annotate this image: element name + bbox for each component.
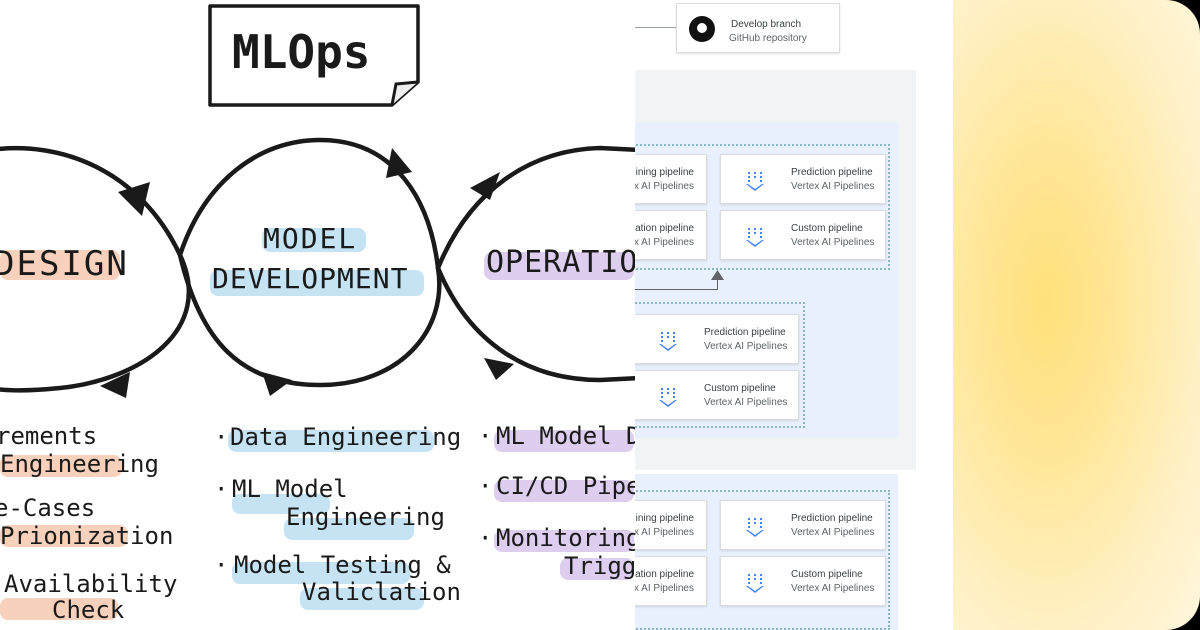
arrow-head-3: [386, 148, 412, 178]
pipeline-set-2: [635, 302, 805, 428]
pipeline-card: luation pipeline Vertex AI Pipelines: [635, 210, 707, 260]
pipeline-card: Custom pipeline Vertex AI Pipelines: [720, 210, 886, 260]
vertex-pipelines-icon: [746, 172, 764, 191]
pipeline-card: Prediction pipeline Vertex AI Pipelines: [635, 314, 799, 364]
operation-items: · ML Model D · CI/CD Pipel · Monitoring …: [478, 422, 635, 580]
github-repo-card: Develop branch GitHub repository: [676, 3, 840, 53]
dev-bullet: ·: [214, 475, 228, 503]
design-item: Engineering: [0, 450, 159, 478]
design-loop: [0, 145, 192, 393]
mlops-sketch-svg: MLOps DESIGN MODEL DEVELOPMENT OPERATION: [0, 4, 635, 624]
dev-item: Model Testing &: [234, 551, 451, 579]
dev-item: ML Model: [232, 475, 348, 503]
pipeline-diagram-panel: Develop branch GitHub repository ining p…: [635, 0, 953, 630]
pipeline-set-1: [635, 144, 890, 270]
ops-bullet: ·: [478, 472, 492, 500]
design-highlight: [0, 250, 120, 280]
operation-highlight: [484, 252, 634, 280]
pipeline-card: Prediction pipeline Vertex AI Pipelines: [720, 500, 886, 550]
development-highlight: [210, 270, 424, 296]
mlops-sketch-panel: MLOps DESIGN MODEL DEVELOPMENT OPERATION: [0, 0, 635, 630]
stage-operation: OPERATION: [486, 245, 635, 280]
ops-item: Monitoring &: [496, 524, 635, 552]
yellow-glow-shape: [953, 0, 1200, 630]
dev-item: Valiclation: [302, 578, 461, 606]
design-item: e-Cases: [0, 494, 95, 522]
vertex-pipelines-icon: [659, 332, 677, 351]
ops-item: ML Model D: [496, 422, 635, 450]
stage-design: DESIGN: [0, 244, 129, 284]
pipeline-card: ining pipeline Vertex AI Pipelines: [635, 500, 707, 550]
ops-loop-top: [435, 145, 635, 271]
pipeline-card: Custom pipeline Vertex AI Pipelines: [635, 370, 799, 420]
design-item: Prionization: [0, 522, 173, 550]
stage-model: MODEL: [263, 222, 357, 255]
loop-arrows: [100, 148, 514, 398]
dev-bullet: ·: [214, 551, 228, 579]
lifecycle-loops: [0, 137, 635, 393]
sketch-title: MLOps: [232, 25, 370, 79]
arrow-up-icon: [711, 270, 724, 280]
design-item: Availability: [4, 570, 177, 598]
pipeline-card: Prediction pipeline Vertex AI Pipelines: [720, 154, 886, 204]
dev-item: Engineering: [286, 503, 445, 531]
vertex-pipelines-icon: [746, 574, 764, 593]
flow-connector: [635, 289, 717, 290]
arrow-head-6: [484, 358, 514, 380]
ops-item: CI/CD Pipel: [496, 472, 635, 500]
github-icon: [689, 16, 715, 42]
ops-bullet: ·: [478, 422, 492, 450]
github-repo-label: GitHub repository: [729, 33, 807, 44]
vertex-pipelines-icon: [746, 228, 764, 247]
arrow-head-2: [100, 372, 130, 398]
connector-line: [635, 27, 676, 28]
model-highlight: [262, 228, 366, 252]
design-item: Check: [52, 596, 125, 624]
dev-bullet: ·: [214, 423, 228, 451]
vertex-pipelines-icon: [746, 518, 764, 537]
arrow-head-4: [262, 372, 292, 396]
vertex-pipelines-icon: [659, 388, 677, 407]
design-items: rements Engineering e-Cases Prionization…: [0, 422, 177, 624]
pipeline-card: Custom pipeline Vertex AI Pipelines: [720, 556, 886, 606]
pipeline-card: luation pipeline Vertex AI Pipelines: [635, 556, 707, 606]
arrow-head-1: [118, 182, 150, 216]
pipeline-card: ining pipeline Vertex AI Pipelines: [635, 154, 707, 204]
pipeline-set-3: [635, 490, 890, 630]
title-note: MLOps: [208, 4, 420, 107]
ops-bullet: ·: [478, 524, 492, 552]
stage-development: DEVELOPMENT: [212, 262, 408, 295]
ops-loop-bottom: [435, 265, 635, 383]
arrow-head-5: [470, 172, 500, 200]
dev-item: Data Engineering: [230, 423, 461, 451]
ops-item: Trigge: [564, 552, 635, 580]
design-item: rements: [0, 422, 97, 450]
flow-connector: [717, 276, 718, 290]
decorative-panel: [953, 0, 1200, 630]
development-items: · Data Engineering · ML Model Engineerin…: [214, 423, 461, 610]
github-branch-label: Develop branch: [731, 19, 802, 30]
